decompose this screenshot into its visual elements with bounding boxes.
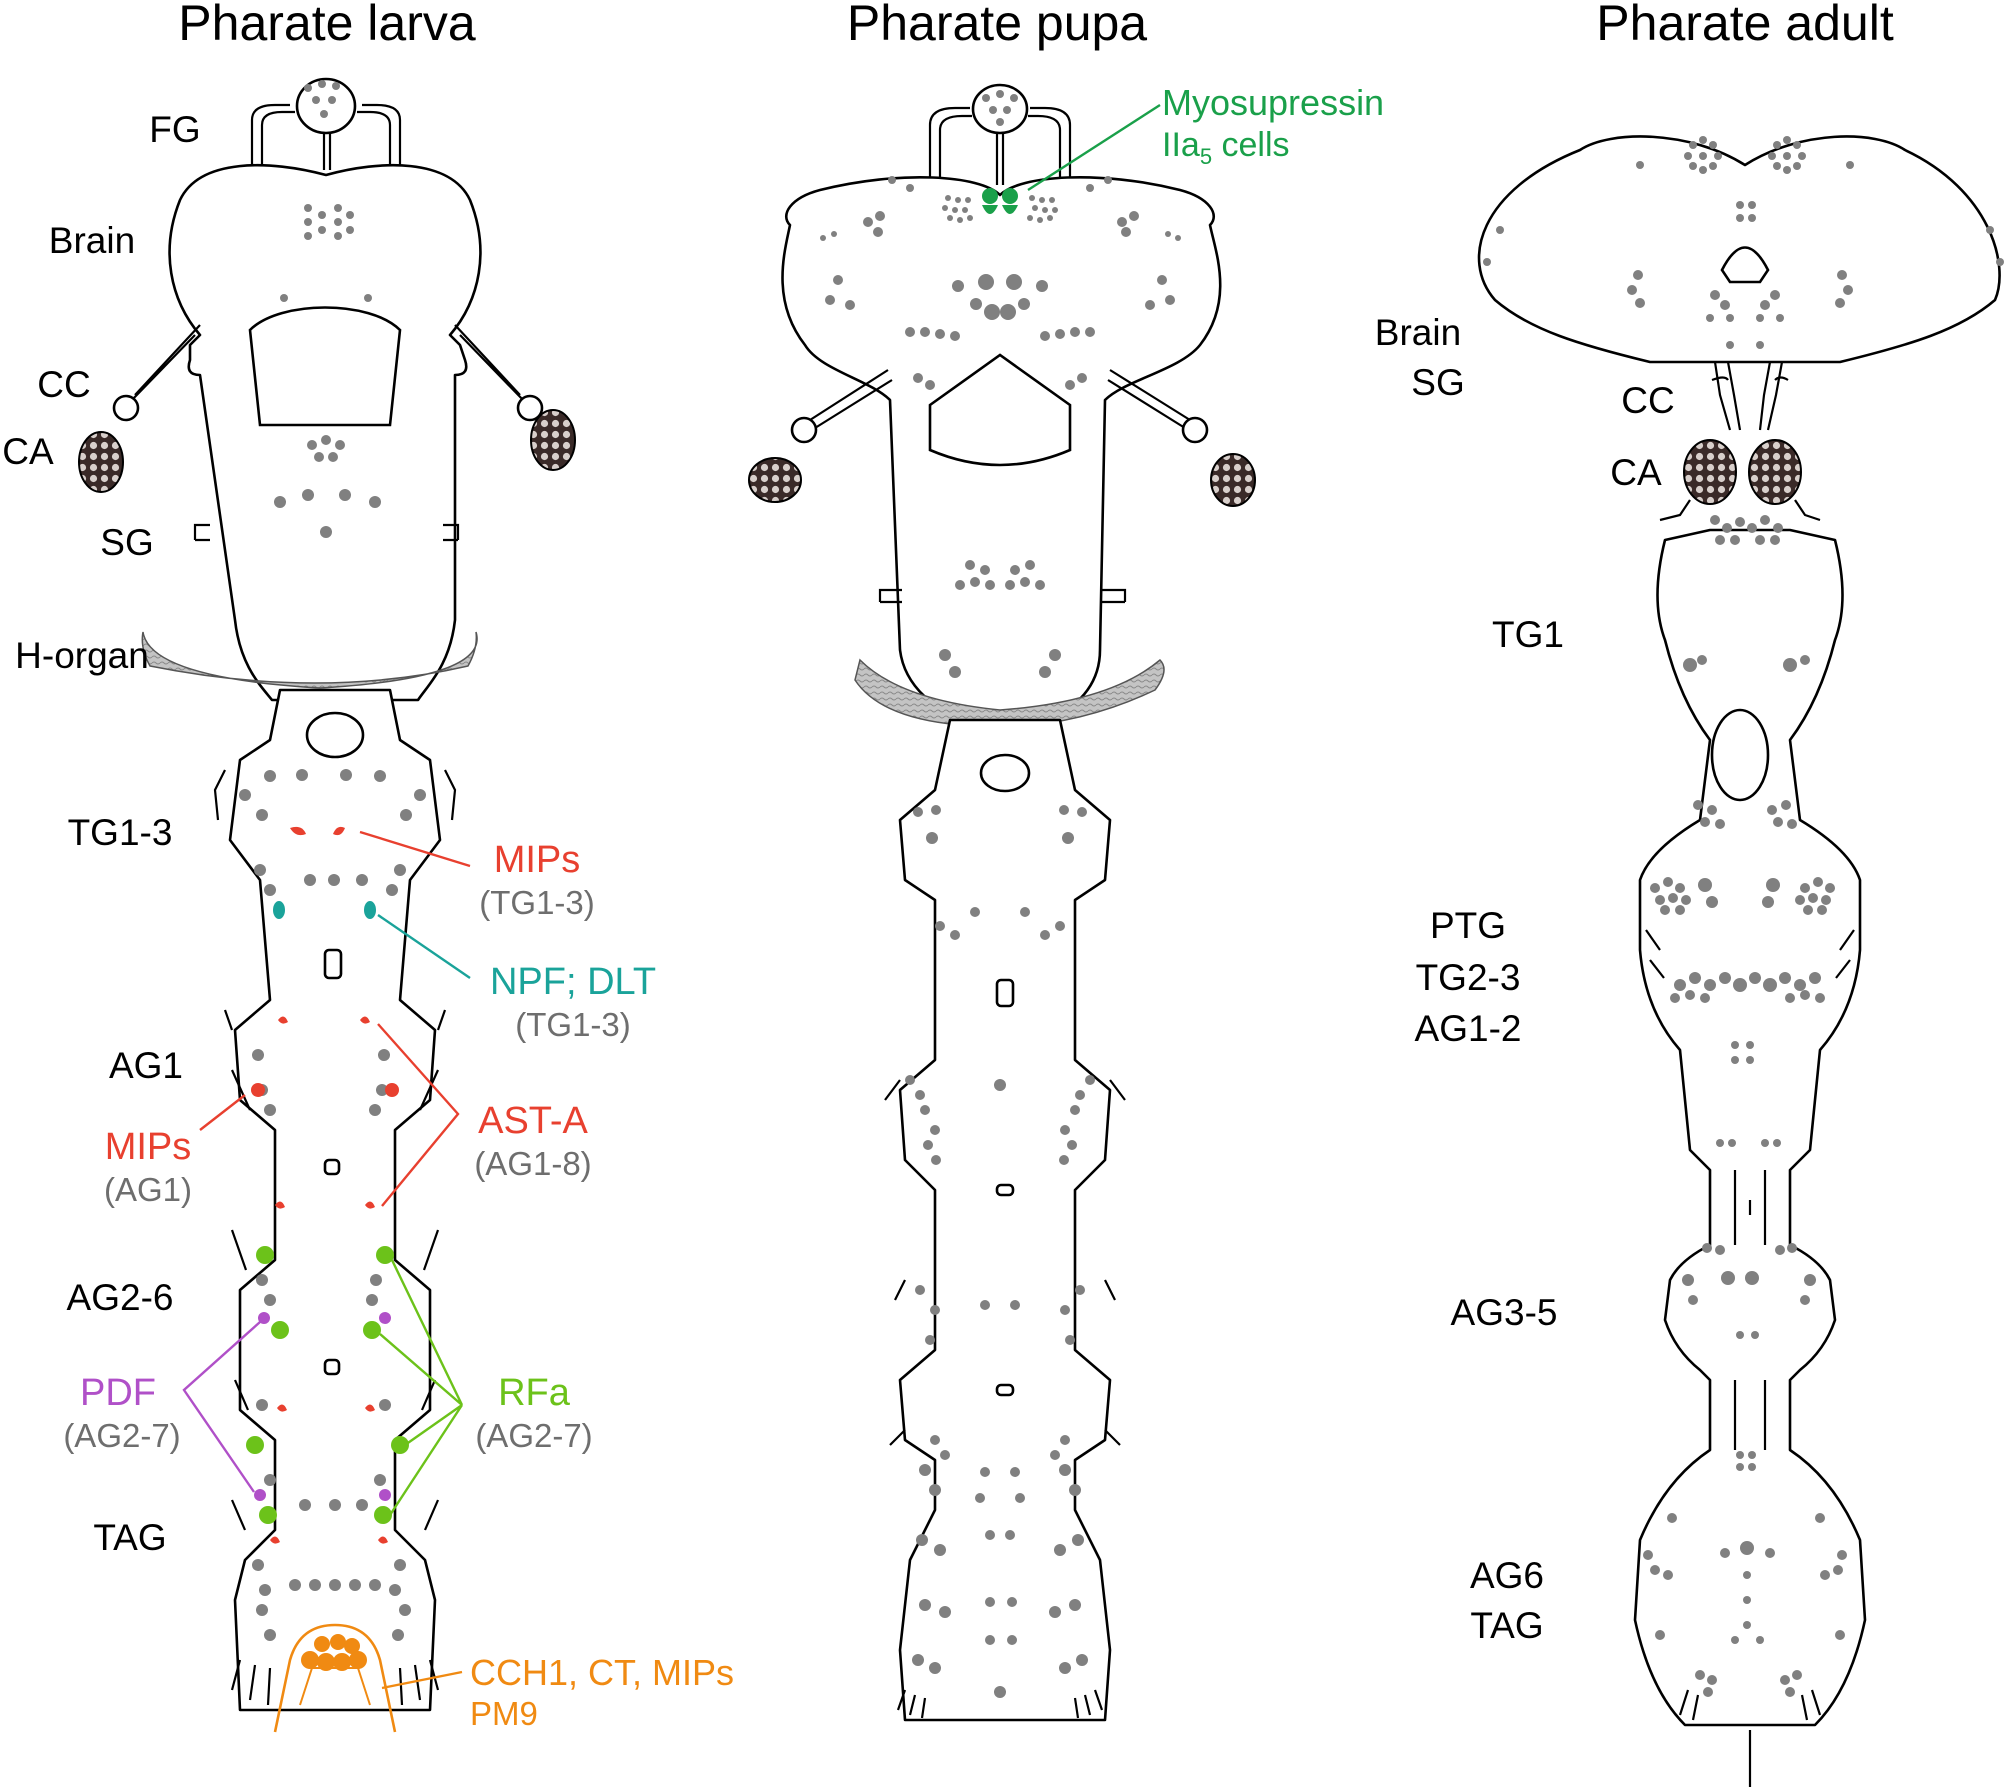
annotation-rfa-region: (AG2-7) [475, 1417, 592, 1454]
adult-label-tg1: TG1 [1492, 614, 1564, 655]
pupa-diagram: Myosupressin IIa5 cells [748, 82, 1384, 1722]
label-ag2-6: AG2-6 [67, 1277, 174, 1318]
annotation-cch1-region: PM9 [470, 1695, 538, 1732]
title-pharate-adult: Pharate adult [1596, 0, 1894, 51]
adult-label-tag: TAG [1470, 1605, 1543, 1646]
frontal-ganglion [295, 77, 357, 135]
annotation-mips-tg-region: (TG1-3) [479, 884, 595, 921]
pupa-cells [820, 90, 1181, 1698]
pupa-ca-right [1210, 453, 1256, 507]
mips-tg-cell-right [333, 826, 345, 836]
adult-label-ag3-5: AG3-5 [1451, 1292, 1558, 1333]
pdf-cells [254, 1312, 391, 1501]
corpora-allata-right [530, 409, 576, 471]
label-fg: FG [149, 109, 200, 150]
mips-tg-cell-left [290, 826, 306, 836]
adult-label-sg: SG [1411, 362, 1464, 403]
annotation-cch1-name: CCH1, CT, MIPs [470, 1652, 734, 1693]
myosupressin-cells [982, 188, 1018, 214]
annotation-pdf-region: (AG2-7) [63, 1417, 180, 1454]
corpora-allata-left [78, 431, 124, 493]
label-ca: CA [2, 431, 54, 472]
label-brain: Brain [49, 220, 135, 261]
annotation-asta-name: AST-A [478, 1100, 588, 1142]
annotation-mips-tg-name: MIPs [494, 839, 581, 881]
adult-label-brain: Brain [1375, 312, 1461, 353]
adult-label-cc: CC [1621, 380, 1674, 421]
label-ag1: AG1 [109, 1045, 183, 1086]
adult-label-tg2-3: TG2-3 [1416, 957, 1521, 998]
npf-cell-right [364, 901, 376, 919]
mips-ag-cell-left [251, 1083, 265, 1097]
annotation-npf-name: NPF; DLT [490, 961, 656, 1003]
adult-ca-right [1748, 439, 1802, 505]
adult-label-ag6: AG6 [1470, 1555, 1544, 1596]
adult-vnc-outline [1633, 528, 1867, 1727]
label-tg1-3: TG1-3 [68, 812, 173, 853]
larva-h-organ [141, 631, 478, 689]
rfa-cells [246, 1246, 409, 1524]
larva-brain-sg-outline [168, 164, 482, 702]
annotation-myo-region: IIa5 cells [1162, 126, 1290, 169]
label-tag: TAG [93, 1517, 166, 1558]
annotation-npf-region: (TG1-3) [515, 1006, 631, 1043]
annotation-myo-name: Myosupressin [1162, 82, 1384, 123]
npf-cell-left [273, 901, 285, 919]
adult-cells [1483, 136, 2004, 1697]
adult-label-ca: CA [1610, 452, 1662, 493]
label-sg: SG [100, 522, 153, 563]
myo-region-prefix: IIa [1162, 126, 1200, 164]
annotation-rfa-name: RFa [498, 1372, 571, 1414]
annotation-mips-ag-region: (AG1) [104, 1171, 192, 1208]
adult-label-ag1-2: AG1-2 [1415, 1008, 1522, 1049]
annotation-pdf-name: PDF [80, 1372, 156, 1414]
myo-region-suffix: cells [1212, 126, 1289, 164]
larva-vnc-outline [228, 688, 442, 1712]
adult-diagram: Brain SG CC CA TG1 PTG TG2-3 AG1-2 AG3-5… [1375, 135, 2004, 1787]
adult-ca-left [1683, 439, 1737, 505]
myo-region-sub: 5 [1200, 144, 1212, 169]
adult-label-ptg: PTG [1430, 905, 1506, 946]
cch1-cluster [273, 1623, 397, 1733]
larva-diagram: FG Brain CC CA SG H-organ TG1-3 AG1 AG2-… [2, 77, 734, 1733]
pupa-ca-left [748, 457, 802, 503]
annotation-mips-ag-name: MIPs [105, 1126, 192, 1168]
pupa-h-organ [854, 658, 1165, 728]
label-h-organ: H-organ [15, 635, 149, 676]
title-pharate-pupa: Pharate pupa [847, 0, 1147, 51]
pupa-vnc-outline [898, 718, 1112, 1722]
title-pharate-larva: Pharate larva [178, 0, 476, 51]
larva-cells [239, 80, 426, 1641]
annotation-asta-region: (AG1-8) [474, 1145, 591, 1182]
label-cc: CC [37, 364, 90, 405]
